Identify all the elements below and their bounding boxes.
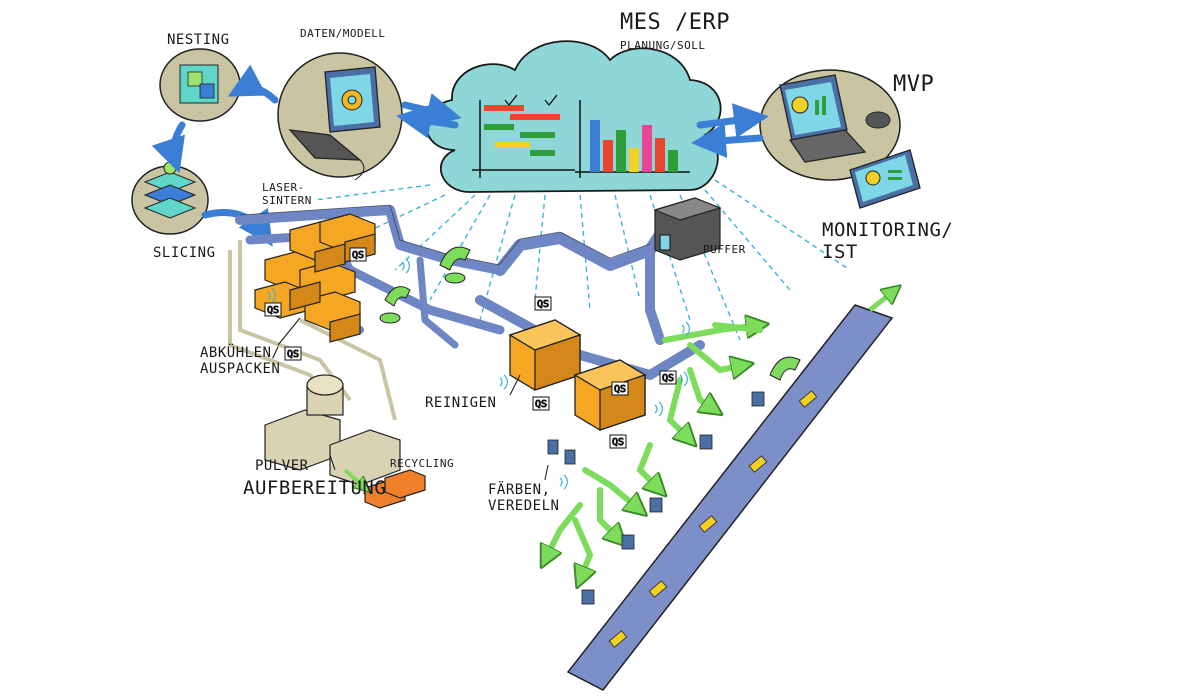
green-distribution-flows <box>545 325 760 580</box>
laser-sinter-machines <box>254 213 376 343</box>
label-pulver: PULVER <box>255 458 309 474</box>
label-slicing: SLICING <box>153 245 216 261</box>
qs-tag: QS <box>349 247 367 262</box>
label-mes-erp: MES /ERP <box>620 10 730 35</box>
svg-text:QS: QS <box>614 384 626 395</box>
label-nesting: NESTING <box>167 32 230 48</box>
exit-arrow <box>868 290 895 312</box>
faerben-machine <box>573 359 647 431</box>
svg-text:QS: QS <box>535 399 547 410</box>
label-reinigen: REINIGEN <box>425 395 497 411</box>
label-daten-modell: DATEN/MODELL <box>300 27 386 40</box>
mes-erp-cloud <box>425 40 722 193</box>
recycling-containers <box>364 469 426 509</box>
svg-text:QS: QS <box>287 349 299 360</box>
qs-tags: QS QS QS QS QS QS QS QS <box>264 247 677 449</box>
label-mvp: MVP <box>893 72 935 97</box>
label-leaders <box>277 317 549 481</box>
puffer-storage <box>653 197 722 261</box>
qs-tag: QS <box>611 381 629 396</box>
daten-modell-bubble <box>277 52 403 181</box>
bar-chart-icon <box>575 100 690 178</box>
laptop-gear-icon <box>288 66 381 181</box>
qs-tag: QS <box>264 302 282 317</box>
laptop-dashboard-icon <box>779 74 867 163</box>
label-abkuehlen-auspacken: ABKÜHLEN/ AUSPACKEN <box>200 345 281 378</box>
label-aufbereitung: AUFBEREITUNG <box>243 477 387 499</box>
svg-text:QS: QS <box>612 437 624 448</box>
wifi-sensor-icon <box>267 258 690 490</box>
nesting-cube-icon <box>179 64 219 104</box>
svg-text:QS: QS <box>537 299 549 310</box>
qs-tag: QS <box>532 396 550 411</box>
svg-text:QS: QS <box>267 305 279 316</box>
label-puffer: PUFFER <box>703 243 746 256</box>
slicing-layers-icon <box>143 161 197 219</box>
tablet-dashboard-icon <box>849 149 921 209</box>
label-monitoring-ist: MONITORING/ IST <box>822 219 954 263</box>
label-faerben-veredeln: FÄRBEN, VEREDELN <box>488 482 560 515</box>
recycling-arrow <box>343 468 365 488</box>
conveyor-outline <box>239 204 651 266</box>
powder-preparation-machines <box>264 374 401 486</box>
label-laser-sintern: LASER- SINTERN <box>262 181 312 207</box>
svg-text:QS: QS <box>352 250 364 261</box>
robot-arm-icon <box>379 246 801 381</box>
qs-tag: QS <box>609 434 627 449</box>
gantt-chart-icon <box>472 94 575 178</box>
label-planung-soll: PLANUNG/SOLL <box>620 39 706 52</box>
svg-text:QS: QS <box>662 373 674 384</box>
workstations <box>547 391 765 605</box>
slicing-bubble <box>131 161 209 235</box>
nesting-bubble <box>159 48 241 122</box>
qs-tag: QS <box>659 370 677 385</box>
reinigen-machine <box>508 319 582 391</box>
qs-tag: QS <box>534 296 552 311</box>
qs-tag: QS <box>284 346 302 361</box>
outbound-belt <box>566 290 895 691</box>
label-recycling: RECYCLING <box>390 457 455 470</box>
